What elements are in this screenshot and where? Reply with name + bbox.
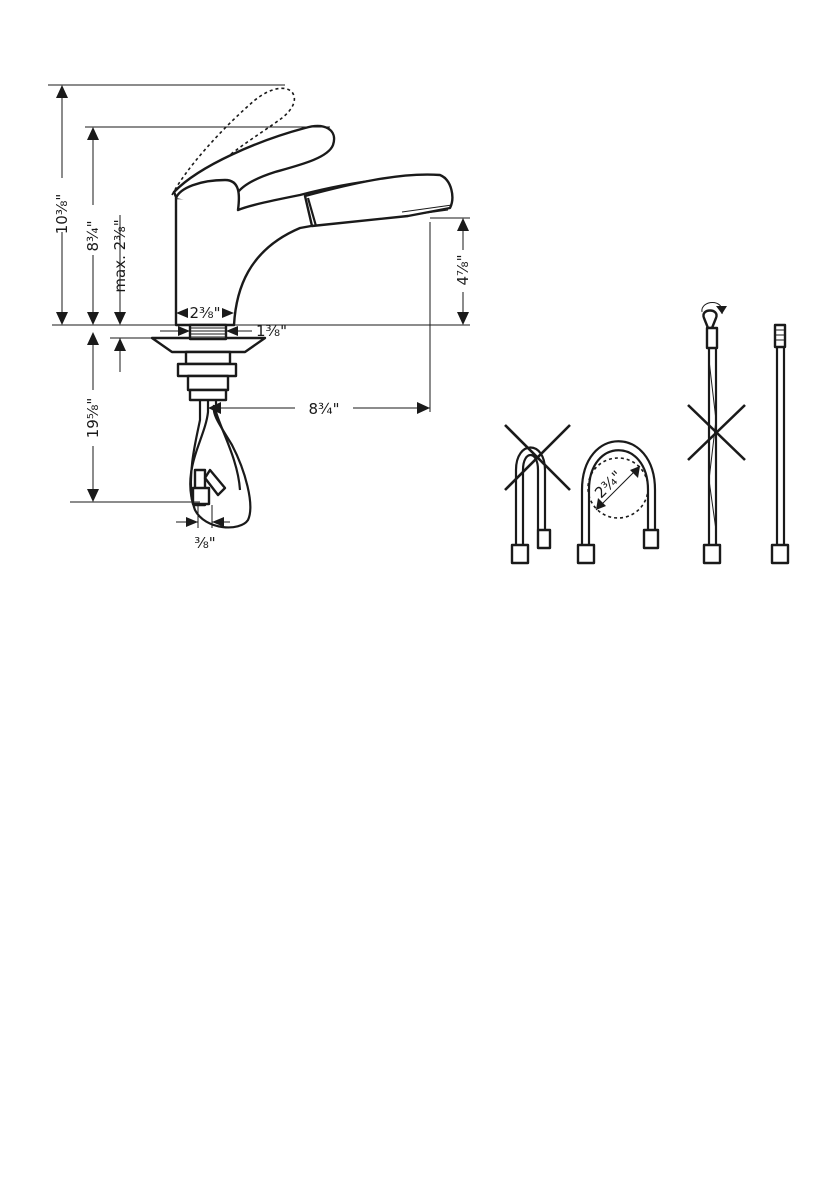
dim-spout-clearance-label: 4⅞"	[454, 255, 472, 286]
faucet-elevation: 10⅜" 8¾" max. 2⅜" 4⅞" 2⅜" 1⅜" 19⅝" 8¾" ⅜…	[48, 85, 473, 552]
dim-spout-reach-label: 8¾"	[309, 400, 340, 418]
mounting-nut	[186, 352, 230, 364]
dim-connection	[176, 505, 230, 528]
dim-hole-diameter-label: 1⅜"	[256, 322, 287, 340]
dim-connection-label: ⅜"	[194, 534, 215, 552]
dim-base-diameter-label: 2⅜"	[190, 304, 221, 322]
hose-tight-bend-wrong	[505, 425, 570, 563]
hose-straight-correct	[772, 325, 788, 563]
dim-lever-height-label: 8¾"	[84, 221, 102, 252]
hose-twisted-wrong	[688, 303, 745, 564]
hose-nut	[512, 545, 528, 563]
dim-hose-depth-label: 19⅝"	[84, 398, 102, 439]
mounting-washer	[178, 364, 236, 376]
min-bend-label: 2¾"	[591, 467, 626, 502]
hose-correct-bend: 2¾"	[578, 441, 658, 563]
dim-total-height-label: 10⅜"	[53, 194, 71, 235]
dim-max-deck-label: max. 2⅜"	[111, 219, 129, 292]
hose-instructions: 2¾"	[505, 303, 788, 564]
rotate-arrow-icon	[703, 311, 716, 329]
